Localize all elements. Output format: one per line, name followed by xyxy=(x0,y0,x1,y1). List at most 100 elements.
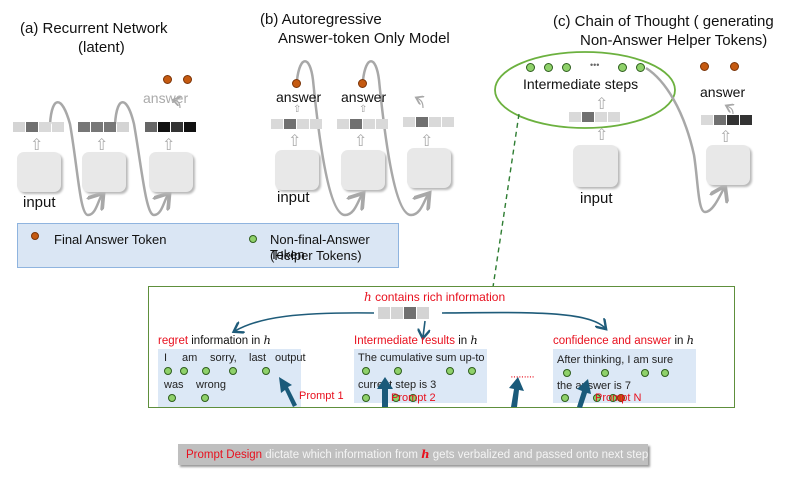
zoom-dashed-line xyxy=(492,113,520,288)
helper-token xyxy=(468,367,476,375)
helper-token xyxy=(409,394,417,402)
helper-token xyxy=(562,63,571,72)
up-arrow-icon: ⇧ xyxy=(420,133,434,150)
cot-curve xyxy=(645,66,724,214)
network-block xyxy=(341,150,385,190)
panel-a-title-line2: (latent) xyxy=(78,39,125,56)
hidden-vector-a3 xyxy=(145,122,196,132)
panel-a-title-line1: (a) Recurrent Network xyxy=(20,20,168,37)
final-answer-token xyxy=(617,394,625,402)
prompt-1-label: Prompt 1 xyxy=(299,390,344,402)
panel-b-title-line1: (b) Autoregressive xyxy=(260,11,382,28)
panel-c-title-line2: Non-Answer Helper Tokens) xyxy=(580,32,768,49)
prompt-design-caption: Prompt Design dictate which information … xyxy=(178,444,648,465)
network-block xyxy=(573,145,618,187)
hidden-vector-c1 xyxy=(569,112,620,122)
h-arrows xyxy=(149,311,736,409)
recurrent-curve-1 xyxy=(48,101,102,217)
input-label-c: input xyxy=(580,190,613,207)
answer-arrow-c xyxy=(727,106,733,115)
final-answer-token xyxy=(730,62,739,71)
legend-helper-label-line2: (Helper Tokens) xyxy=(270,248,362,263)
autoregressive-curve-2 xyxy=(361,60,428,217)
up-arrow-icon: ⇧ xyxy=(288,133,302,150)
token-word: I xyxy=(164,352,168,364)
recurrent-curve-2 xyxy=(113,101,168,217)
panel-c-title-line1: (c) Chain of Thought ( generating xyxy=(553,13,774,30)
token-word: am xyxy=(182,352,198,364)
network-block xyxy=(706,145,750,185)
prompt-arrow-3 xyxy=(509,377,524,407)
network-block xyxy=(17,152,61,192)
up-arrow-icon: ⇧ xyxy=(30,137,44,154)
helper-token xyxy=(544,63,553,72)
token-word: output xyxy=(275,352,306,364)
card-regret: I am sorry, last output was wrong xyxy=(158,349,306,407)
token-line: the answer is 7 xyxy=(557,380,631,392)
h-vector xyxy=(378,307,429,319)
card3-heading: confidence and answer in h xyxy=(553,333,695,347)
helper-token xyxy=(563,369,571,377)
network-block xyxy=(82,152,126,192)
helper-token xyxy=(262,367,270,375)
helper-token xyxy=(609,394,617,402)
card-intermediate-results: The cumulative sum up-to current step is… xyxy=(354,349,487,403)
answer-label-b1: answer xyxy=(276,89,322,105)
up-arrow-icon: ⇧ xyxy=(95,137,109,154)
prompt-n-label: Prompt N xyxy=(595,392,642,404)
hidden-vector-b3 xyxy=(403,117,454,127)
input-label-a: input xyxy=(23,194,56,211)
intermediate-steps-label: Intermediate steps xyxy=(523,76,639,92)
final-answer-token xyxy=(700,62,709,71)
helper-token xyxy=(201,394,209,402)
up-arrow-icon: ⇧ xyxy=(354,133,368,150)
legend-final-answer-dot xyxy=(31,232,39,240)
up-arrow-icon: ⇧ xyxy=(595,96,609,113)
helper-token xyxy=(601,369,609,377)
up-arrow-icon: ⇧ xyxy=(359,104,368,115)
answer-arrow-b xyxy=(417,98,423,109)
legend-helper-label-line1: Non-final-Answer Token xyxy=(270,232,370,262)
card1-heading: regret information in h xyxy=(158,333,271,347)
prompt-2-label: Prompt 2 xyxy=(391,392,436,404)
helper-token xyxy=(636,63,645,72)
answer-label-a: answer xyxy=(143,90,189,106)
hidden-vector-c2 xyxy=(701,115,752,125)
hidden-vector-b2 xyxy=(337,119,388,129)
helper-token xyxy=(641,369,649,377)
network-block xyxy=(149,152,193,192)
helper-token xyxy=(526,63,535,72)
token-line: current step is 3 xyxy=(358,379,437,391)
helper-token xyxy=(593,394,601,402)
card2-heading: Intermediate results in h xyxy=(354,333,478,347)
legend: Final Answer Token Non-final-Answer Toke… xyxy=(17,223,399,268)
up-arrow-icon: ⇧ xyxy=(719,129,733,146)
helper-token xyxy=(362,394,370,402)
hidden-vector-b1 xyxy=(271,119,322,129)
helper-token xyxy=(164,367,172,375)
legend-final-answer-label: Final Answer Token xyxy=(54,232,167,247)
legend-helper-dot xyxy=(249,235,257,243)
final-answer-token xyxy=(163,75,172,84)
answer-arrow-a xyxy=(174,100,180,109)
token-line: After thinking, I am sure xyxy=(557,354,674,366)
helper-token xyxy=(446,367,454,375)
helper-token xyxy=(202,367,210,375)
panel-b-title-line2: Answer-token Only Model xyxy=(278,30,450,47)
answer-label-c: answer xyxy=(700,84,746,100)
token-word: sorry, xyxy=(210,352,237,364)
final-answer-token xyxy=(292,79,301,88)
prompt-arrow-n xyxy=(577,379,591,408)
helper-token xyxy=(168,394,176,402)
ellipsis-icon: ••• xyxy=(590,60,600,70)
token-line: The cumulative sum up-to xyxy=(358,352,485,364)
helper-token xyxy=(229,367,237,375)
prompt-arrow-2 xyxy=(377,377,393,407)
helper-token xyxy=(392,394,400,402)
helper-token xyxy=(394,367,402,375)
helper-token xyxy=(618,63,627,72)
up-arrow-icon: ⇧ xyxy=(595,127,609,144)
token-word: was xyxy=(164,379,184,391)
prompt-arrows xyxy=(279,377,591,408)
